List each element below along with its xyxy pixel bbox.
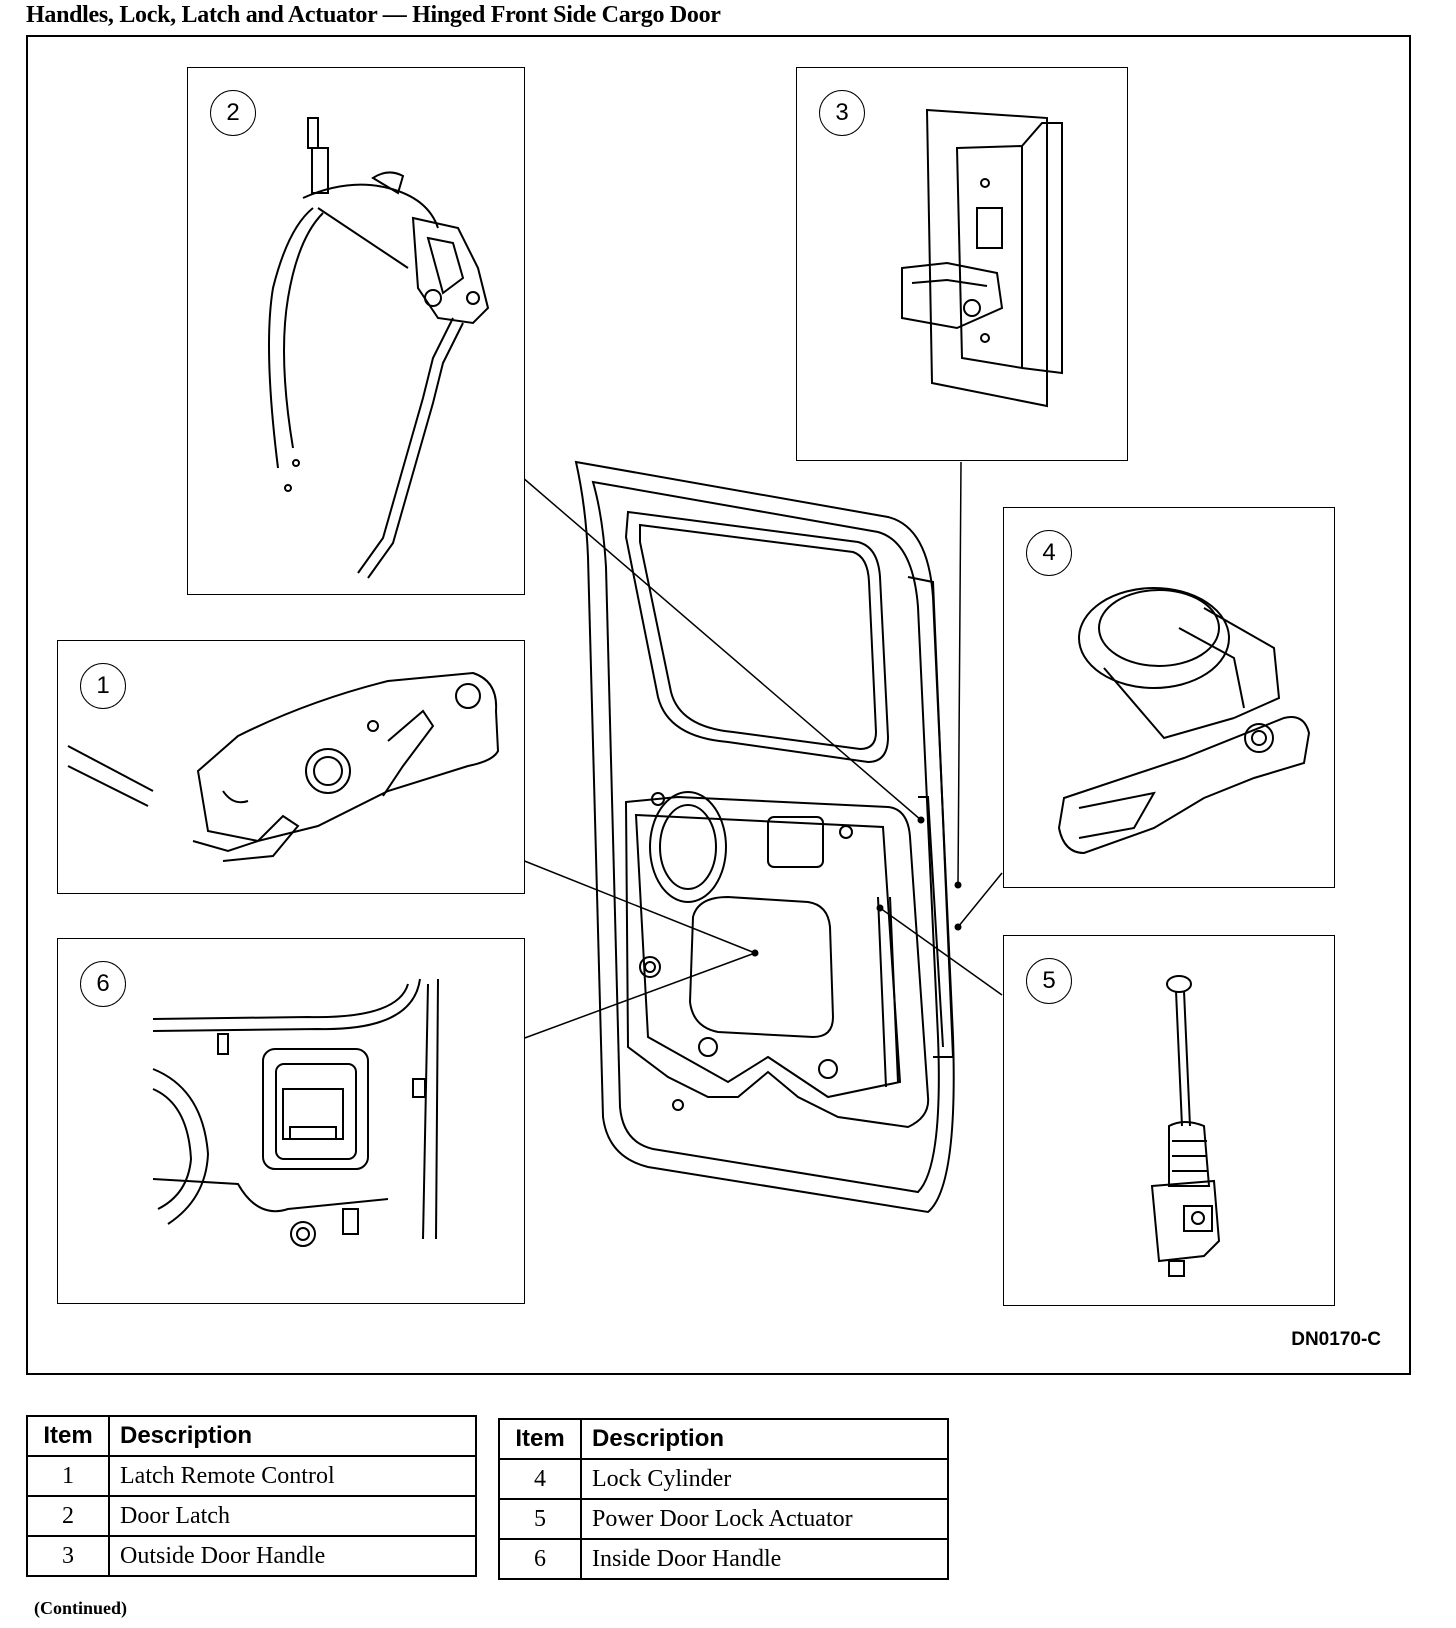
legend-row: 6 Inside Door Handle <box>498 1538 949 1580</box>
legend-table-left: Item Description 1 Latch Remote Control … <box>26 1415 477 1577</box>
callout-4: 4 <box>1026 530 1072 576</box>
exploded-view-figure: 2 3 <box>26 35 1411 1375</box>
page-title: Handles, Lock, Latch and Actuator — Hing… <box>26 2 721 28</box>
power-door-lock-actuator-drawing <box>1150 975 1221 1277</box>
inset-door-latch: 2 <box>187 67 525 595</box>
item-description: Power Door Lock Actuator <box>580 1498 949 1540</box>
item-number: 3 <box>26 1535 110 1577</box>
callout-5: 5 <box>1026 958 1072 1004</box>
outside-door-handle-drawing <box>901 108 1063 408</box>
inset-lock-cylinder: 4 <box>1003 507 1335 888</box>
legend-row: 1 Latch Remote Control <box>26 1455 477 1497</box>
legend-row: 2 Door Latch <box>26 1495 477 1537</box>
item-number: 1 <box>26 1455 110 1497</box>
legend-row: 4 Lock Cylinder <box>498 1458 949 1500</box>
header-description: Description <box>580 1418 949 1460</box>
callout-2: 2 <box>210 90 256 136</box>
callout-6: 6 <box>80 961 126 1007</box>
legend-row: 3 Outside Door Handle <box>26 1535 477 1577</box>
door-latch-drawing <box>268 117 490 579</box>
inset-outside-door-handle: 3 <box>796 67 1128 461</box>
callout-3: 3 <box>819 90 865 136</box>
item-description: Lock Cylinder <box>580 1458 949 1500</box>
item-description: Outside Door Handle <box>108 1535 477 1577</box>
latch-remote-control-drawing <box>67 671 500 862</box>
lock-cylinder-drawing <box>1057 587 1311 855</box>
legend-header-row: Item Description <box>26 1415 477 1457</box>
header-item: Item <box>498 1418 582 1460</box>
inside-door-handle-drawing <box>152 978 439 1247</box>
item-description: Latch Remote Control <box>108 1455 477 1497</box>
legend-table-right: Item Description 4 Lock Cylinder 5 Power… <box>498 1418 949 1580</box>
inset-latch-remote-control: 1 <box>57 640 525 894</box>
item-description: Door Latch <box>108 1495 477 1537</box>
callout-1: 1 <box>80 663 126 709</box>
continued-note: (Continued) <box>34 1598 128 1618</box>
inset-power-door-lock-actuator: 5 <box>1003 935 1335 1306</box>
item-number: 6 <box>498 1538 582 1580</box>
item-description: Inside Door Handle <box>580 1538 949 1580</box>
item-number: 5 <box>498 1498 582 1540</box>
item-number: 4 <box>498 1458 582 1500</box>
item-number: 2 <box>26 1495 110 1537</box>
header-item: Item <box>26 1415 110 1457</box>
inset-inside-door-handle: 6 <box>57 938 525 1304</box>
legend-row: 5 Power Door Lock Actuator <box>498 1498 949 1540</box>
header-description: Description <box>108 1415 477 1457</box>
legend-header-row: Item Description <box>498 1418 949 1460</box>
figure-code: DN0170-C <box>1291 1329 1381 1350</box>
door-illustration <box>521 460 1003 1214</box>
